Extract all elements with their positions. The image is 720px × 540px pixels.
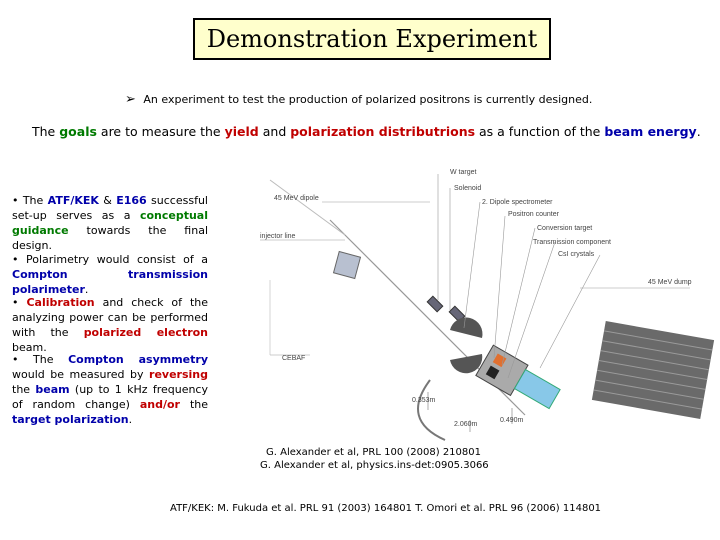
bullet-keyword: conceptual guidance bbox=[12, 209, 208, 237]
polarization-keyword: polarization distributrions bbox=[290, 124, 476, 139]
bullet-text: • Polarimetry would consist of a bbox=[12, 253, 208, 266]
injector-beamline bbox=[269, 179, 346, 236]
arrow-bullet-icon: ➢ bbox=[125, 92, 136, 107]
label-dim-1: 0.353m bbox=[412, 397, 436, 404]
conversion-target-block bbox=[492, 353, 507, 368]
bullet-3: • Calibration and check of the analyzing… bbox=[12, 295, 208, 355]
csi-crystals-block bbox=[513, 368, 561, 410]
dipole-magnet-1 bbox=[450, 317, 483, 338]
goals-text: as a function of the bbox=[475, 124, 605, 139]
transmission-component-block bbox=[485, 365, 500, 380]
label-dipole-45: 45 MeV dipole bbox=[274, 195, 319, 202]
bullet-text: . bbox=[128, 413, 133, 426]
label-injector-line: injector line bbox=[260, 233, 296, 240]
label-solenoid: Solenoid bbox=[454, 185, 481, 192]
bullet-1: • The ATF/KEK & E166 successful set-up s… bbox=[12, 193, 208, 253]
bullet-text: the bbox=[180, 398, 208, 411]
intro-line: ➢ An experiment to test the production o… bbox=[125, 92, 592, 107]
goals-text: are to measure the bbox=[96, 124, 225, 139]
label-transmission-component: Transmission component bbox=[533, 239, 611, 246]
bullet-text: . bbox=[84, 283, 89, 296]
bullet-4: • The Compton asymmetry would be measure… bbox=[12, 352, 208, 427]
intro-text: An experiment to test the production of … bbox=[143, 93, 593, 106]
bullet-keyword: and/or bbox=[139, 398, 180, 411]
slide-title: Demonstration Experiment bbox=[193, 18, 551, 60]
bullet-text: successful set-up serves as a bbox=[12, 194, 208, 222]
goals-line: The goals are to measure the yield and p… bbox=[32, 124, 701, 139]
bullet-keyword: Compton transmission polarimeter bbox=[12, 268, 208, 296]
yield-keyword: yield bbox=[224, 124, 259, 139]
beam-energy-keyword: beam energy bbox=[604, 124, 697, 139]
bullet-keyword: reversing bbox=[149, 368, 208, 381]
label-conversion-target: Conversion target bbox=[537, 225, 592, 232]
bullet-keyword: E166 bbox=[116, 194, 147, 207]
bullet-keyword: polarized electron bbox=[83, 326, 209, 339]
label-w-target: W target bbox=[450, 169, 477, 176]
beamline-component bbox=[426, 295, 444, 313]
reference-1: G. Alexander et al, PRL 100 (2008) 21080… bbox=[266, 447, 481, 458]
label-csi-crystals: CsI crystals bbox=[558, 251, 595, 258]
goals-text: The bbox=[32, 124, 60, 139]
experiment-diagram: W target Solenoid 2. Dipole spectrometer… bbox=[260, 169, 715, 441]
label-dump-45: 45 MeV dump bbox=[648, 279, 692, 286]
bullet-text: beam. bbox=[12, 341, 47, 354]
goals-text: . bbox=[696, 124, 701, 139]
bullet-text: • The bbox=[12, 194, 48, 207]
bullet-keyword: Compton asymmetry bbox=[68, 353, 208, 366]
bullet-text: • bbox=[12, 296, 27, 309]
bullet-keyword: ATF/KEK bbox=[47, 194, 99, 207]
bullet-text: (up to 1 kHz frequency of random change) bbox=[12, 383, 208, 411]
goals-keyword: goals bbox=[59, 124, 97, 139]
label-positron-counter: Positron counter bbox=[508, 211, 560, 218]
label-dipole-spectrometer: 2. Dipole spectrometer bbox=[482, 199, 553, 206]
beam-dump bbox=[591, 321, 715, 419]
label-cebaf: CEBAF bbox=[282, 355, 305, 362]
dipole-45-block bbox=[332, 250, 362, 280]
bullet-keyword: Calibration bbox=[26, 296, 95, 309]
bullet-text: & bbox=[98, 194, 117, 207]
bullet-2: • Polarimetry would consist of a Compton… bbox=[12, 252, 208, 297]
label-dim-2: 2.060m bbox=[454, 421, 478, 428]
bullet-text: would be measured by bbox=[12, 368, 150, 381]
bullet-text: the bbox=[12, 383, 36, 396]
detector-assembly bbox=[475, 344, 561, 410]
dipole-magnet-2 bbox=[450, 354, 483, 374]
bullet-keyword: target polarization bbox=[12, 413, 129, 426]
label-dim-3: 0.490m bbox=[500, 417, 524, 424]
bullet-keyword: beam bbox=[35, 383, 70, 396]
bullet-text: • The bbox=[12, 353, 69, 366]
reference-2: G. Alexander et al, physics.ins-det:0905… bbox=[260, 460, 489, 471]
bullet-text: towards the final design. bbox=[12, 224, 208, 252]
bullet-text: and check of the analyzing power can be … bbox=[12, 296, 208, 339]
goals-text: and bbox=[258, 124, 291, 139]
footer-references: ATF/KEK: M. Fukuda et al. PRL 91 (2003) … bbox=[170, 503, 602, 514]
beam-arrow bbox=[417, 379, 446, 441]
